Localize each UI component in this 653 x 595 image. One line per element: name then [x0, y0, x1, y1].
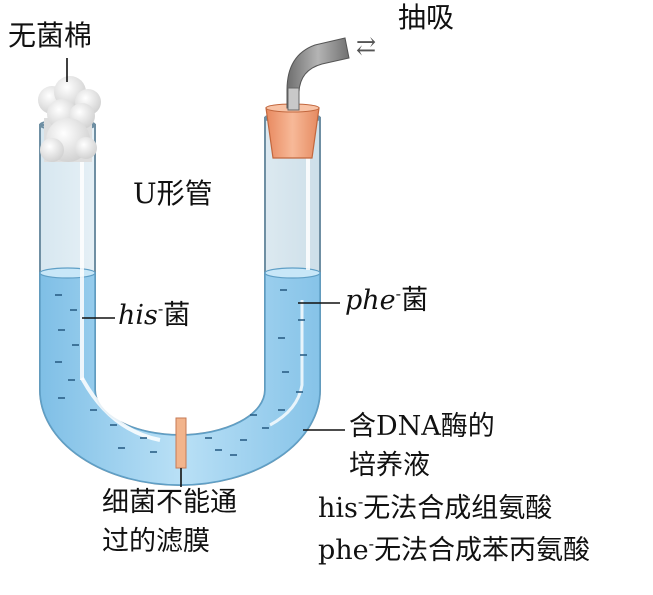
- cotton-label: 无菌棉: [8, 19, 93, 52]
- u-tube-label: U形管: [133, 177, 213, 210]
- note-phe-text: 无法合成苯丙氨酸: [374, 535, 591, 566]
- suction-label: 抽吸: [398, 1, 455, 34]
- his-sup: -: [157, 299, 164, 318]
- liquid-highlight-bottom: [80, 377, 161, 442]
- left-meniscus: [39, 267, 96, 279]
- bacteria-dashes: [55, 289, 307, 456]
- medium-label-line2: 培养液: [349, 450, 430, 481]
- phe-sup: -: [395, 284, 402, 303]
- note-his-text: 无法合成组氨酸: [363, 493, 553, 524]
- his-bacteria-label: his-菌: [118, 299, 191, 331]
- note-phe-sup: -: [368, 534, 375, 553]
- cotton-plug-icon: [38, 76, 101, 162]
- note-phe-prefix: phe: [318, 535, 369, 566]
- note-phe: phe-无法合成苯丙氨酸: [318, 534, 591, 566]
- pipe-end: [287, 87, 300, 111]
- right-meniscus: [264, 267, 321, 279]
- medium-label-line1: 含DNA酶的: [349, 411, 495, 442]
- filter-label-line2: 过的滤膜: [102, 526, 210, 557]
- filter-label-line1: 细菌不能通: [102, 487, 237, 518]
- phe-prefix: phe: [345, 285, 396, 316]
- phe-suffix: 菌: [401, 285, 429, 316]
- suction-pipe-icon: [286, 37, 350, 109]
- suction-arrow-icon: ⇄: [356, 32, 377, 60]
- note-his-prefix: his: [318, 493, 358, 524]
- his-suffix: 菌: [163, 300, 191, 331]
- rubber-stopper-icon: [265, 107, 320, 159]
- liquid-highlight-right: [269, 300, 304, 427]
- filter-membrane: [175, 417, 187, 469]
- culture-liquid: [39, 272, 321, 486]
- phe-bacteria-label: phe-菌: [345, 284, 429, 316]
- note-his: his-无法合成组氨酸: [318, 492, 553, 524]
- his-prefix: his: [118, 300, 158, 331]
- note-his-sup: -: [357, 492, 364, 511]
